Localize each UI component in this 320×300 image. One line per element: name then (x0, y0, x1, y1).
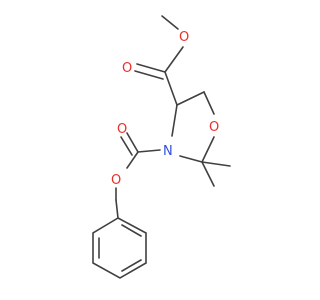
bond-ester-c4 (164, 71, 178, 106)
atom-n-ring: N (163, 144, 173, 159)
bond-carbc-o (126, 151, 139, 169)
atom-o-ester-carbonyl: O (122, 61, 132, 76)
bond-c5-o (203, 91, 215, 115)
bond-c4-c5 (176, 91, 205, 106)
bond-c2-n (179, 155, 203, 163)
bond-ester-o-c (164, 46, 184, 73)
atom-o-ring: O (209, 120, 219, 135)
bond-carb-co-1 (126, 132, 139, 153)
benzene-inner-1 (121, 224, 142, 237)
bond-ester-co-2 (134, 70, 164, 80)
molecule-diagram: O O O N O O (92, 15, 231, 279)
atom-labels: O O O N O O (111, 30, 219, 188)
benzene-inner-2 (121, 259, 142, 272)
bond-c2-me1 (201, 161, 215, 187)
bond-n-carbc (137, 149, 161, 153)
bond-c2-me2 (201, 161, 231, 167)
bond-methyl-o (161, 15, 179, 30)
benzene-ring (92, 217, 147, 279)
bond-ch2-ph (115, 199, 119, 219)
atom-o-carbamate-ester: O (111, 173, 121, 188)
atom-o-ester-methoxy: O (179, 30, 189, 45)
bonds (92, 15, 231, 279)
bond-o-c2 (201, 136, 215, 163)
bond-ester-co-1 (136, 63, 166, 73)
bond-n-c4 (171, 104, 178, 137)
atom-o-carbamate-carbonyl: O (117, 122, 127, 137)
bond-carb-co-2 (120, 136, 133, 156)
